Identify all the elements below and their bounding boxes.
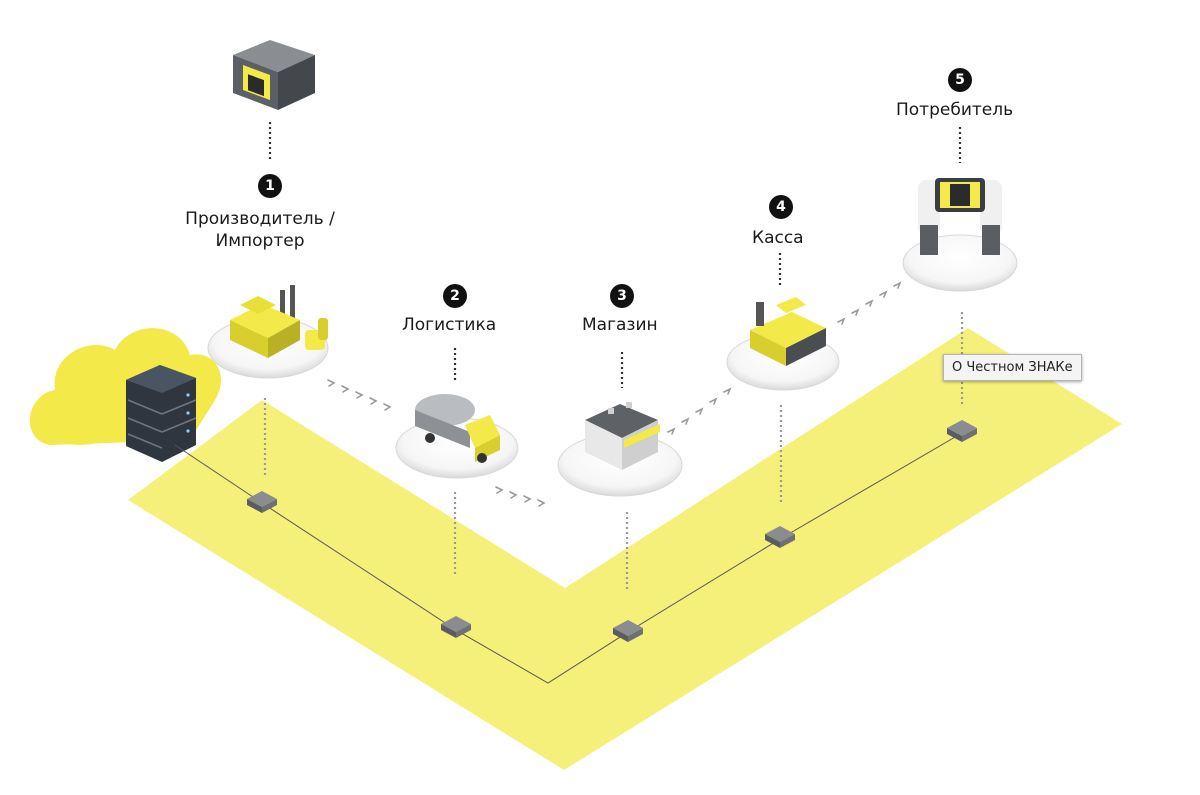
node-1 xyxy=(247,491,277,513)
node-4 xyxy=(765,526,795,548)
chevrons-4-to-5 xyxy=(837,281,902,325)
hands-phone-icon xyxy=(918,178,1002,255)
node-2 xyxy=(441,616,471,638)
step-5-label: Потребитель xyxy=(896,100,1014,120)
step-1-number-badge: 1 xyxy=(258,174,282,198)
yellow-floor xyxy=(128,328,1122,770)
chevrons-1-to-2 xyxy=(327,379,392,411)
product-box-icon xyxy=(233,40,315,110)
cash-register-icon xyxy=(750,297,826,366)
server-rack-icon xyxy=(126,365,197,462)
step-3-number-badge: 3 xyxy=(610,284,634,308)
node-5 xyxy=(947,420,977,442)
step-3-label: Магазин xyxy=(582,315,658,335)
step-5-number-badge: 5 xyxy=(948,68,972,92)
step-1-label: Производитель / Импортер xyxy=(185,209,335,251)
shop-icon xyxy=(585,402,660,470)
node-3 xyxy=(613,620,643,642)
truck-icon xyxy=(415,394,500,463)
tooltip-about-link[interactable]: О Честном ЗНАКе xyxy=(943,354,1082,381)
chevrons-3-to-4 xyxy=(667,387,732,435)
factory-icon xyxy=(230,285,328,358)
step-2-number-badge: 2 xyxy=(443,284,467,308)
step-2-label: Логистика xyxy=(402,315,497,335)
chevrons-2-to-3 xyxy=(495,486,546,507)
step-4-number-badge: 4 xyxy=(769,195,793,219)
step-4-label: Касса xyxy=(752,228,804,248)
